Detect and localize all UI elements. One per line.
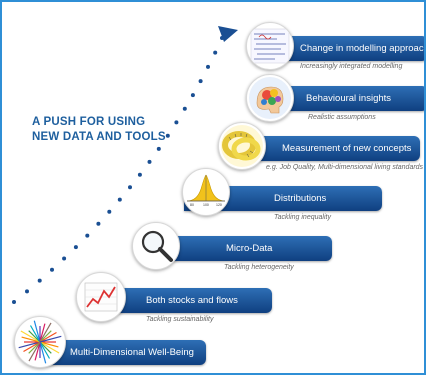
arrow-dot [128,185,132,190]
wheel-spoke [20,330,41,343]
step-bar-micro-data: Micro-Data [152,236,332,261]
wheel-spoke [39,335,62,343]
wheel-spoke [28,330,41,343]
magnifier-icon [132,222,180,270]
brain-icon [246,74,294,122]
step-subtitle: Tackling sustainability [146,316,214,323]
wheel-spoke [39,323,46,343]
wheel-spoke [29,325,41,343]
arrow-dot [73,245,78,250]
arrow-dot [12,300,16,304]
step-subtitle: Tackling inequality [274,214,331,221]
arrow-dot [156,146,161,151]
dotted-arrow [12,26,238,304]
headline-line-1: A PUSH FOR USING [32,116,146,128]
arrow-dot [50,267,54,272]
wheel-spoke [21,336,41,343]
equations-icon [246,22,294,70]
line-chart-icon [76,272,126,322]
wheel-spoke [39,341,60,354]
step-bar-modelling: Change in modelling approaches [270,36,426,61]
svg-text:100: 100 [203,203,209,207]
arrow-dot [198,79,203,84]
arrow-dot [117,197,122,202]
wheel-spoke [28,341,41,354]
arrow-dot [206,64,210,69]
wheel-spoke [34,341,41,361]
wheel-spoke [39,331,57,343]
arrow-dot [190,93,195,98]
step-label: Behavioural insights [306,93,392,104]
arrow-dot [37,278,42,283]
headline: A PUSH FOR USING NEW DATA AND TOOLS [32,115,166,145]
wheel-spoke [33,320,41,343]
arrow-dot [213,50,218,55]
step-subtitle: Realistic assumptions [308,114,376,121]
headline-line-2: NEW DATA AND TOOLS [32,131,166,143]
arrow-dot [85,233,90,238]
bell-curve-icon: 80 100 120 [182,168,230,216]
arrow-dot [137,172,142,177]
wheel-spoke [39,330,52,343]
step-subtitle: Tackling heterogeneity [224,264,294,271]
wheel-spoke [39,341,47,364]
step-label: Micro-Data [226,243,273,254]
step-label: Measurement of new concepts [282,143,412,154]
color-wheel-icon [14,316,66,368]
step-bar-well-being: Multi-Dimensional Well-Being [42,340,206,365]
arrow-dot [147,159,152,164]
wheel-spoke [18,341,41,349]
svg-text:120: 120 [216,203,222,207]
wheel-spoke [39,341,52,354]
arrow-dot [174,120,179,125]
tape-measure-icon [218,122,266,170]
arrow-dot [25,289,29,294]
step-label: Both stocks and flows [146,295,238,306]
step-label: Multi-Dimensional Well-Being [70,347,194,358]
svg-text:80: 80 [190,203,194,207]
wheel-spoke [39,322,52,343]
wheel-spoke [39,341,59,348]
arrow-dot [182,106,187,111]
step-bar-stocks-flows: Both stocks and flows [106,288,272,313]
arrow-dot [165,133,170,138]
step-label: Change in modelling approaches [300,43,426,54]
step-bar-measurement: Measurement of new concepts [242,136,420,161]
step-subtitle: Increasingly integrated modelling [300,63,403,70]
wheel-spoke [39,341,51,359]
wheel-spoke [28,341,41,362]
step-subtitle: e.g. Job Quality, Multi-dimensional livi… [266,164,424,171]
arrow-dot [107,209,112,214]
step-label: Distributions [274,193,327,204]
arrow-head [218,26,238,42]
wheel-spoke [23,341,41,353]
arrow-dot [62,256,67,261]
arrow-dot [96,221,101,226]
